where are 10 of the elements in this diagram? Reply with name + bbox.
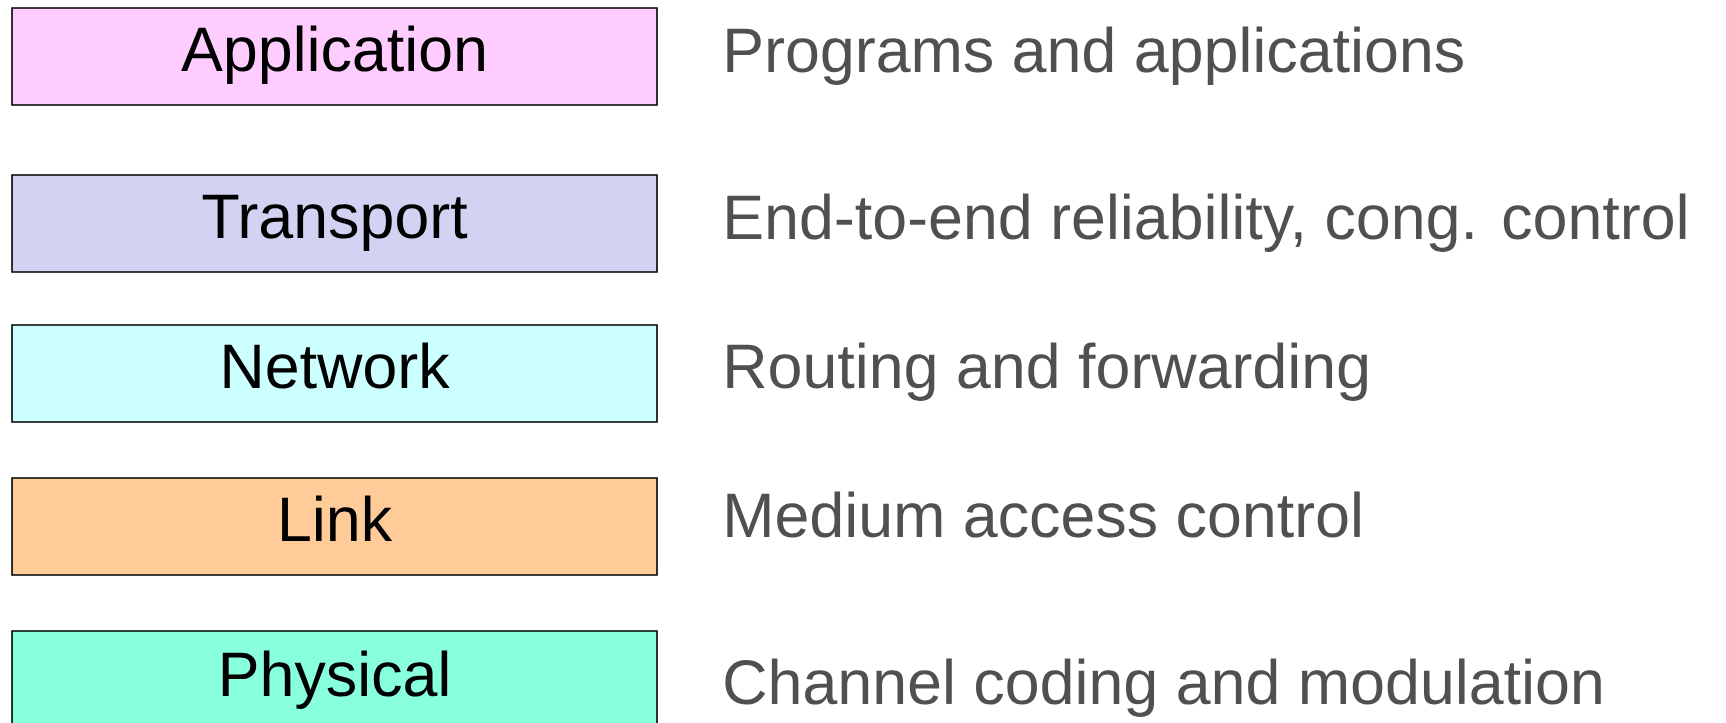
layer-box: Link [11,477,658,576]
layer-box: Transport [11,174,658,273]
description-text: End-to-end reliability, cong. control [727,193,1686,252]
layer-box: Application [11,7,658,106]
description-text: Medium access control [727,491,1360,538]
description-text: Programs and applications [727,26,1463,85]
layer-box: Network [11,324,658,423]
description-text: Routing and forwarding [727,342,1367,401]
description-text: Channel coding and modulation [725,658,1601,717]
layer-box: Physical [11,630,658,723]
